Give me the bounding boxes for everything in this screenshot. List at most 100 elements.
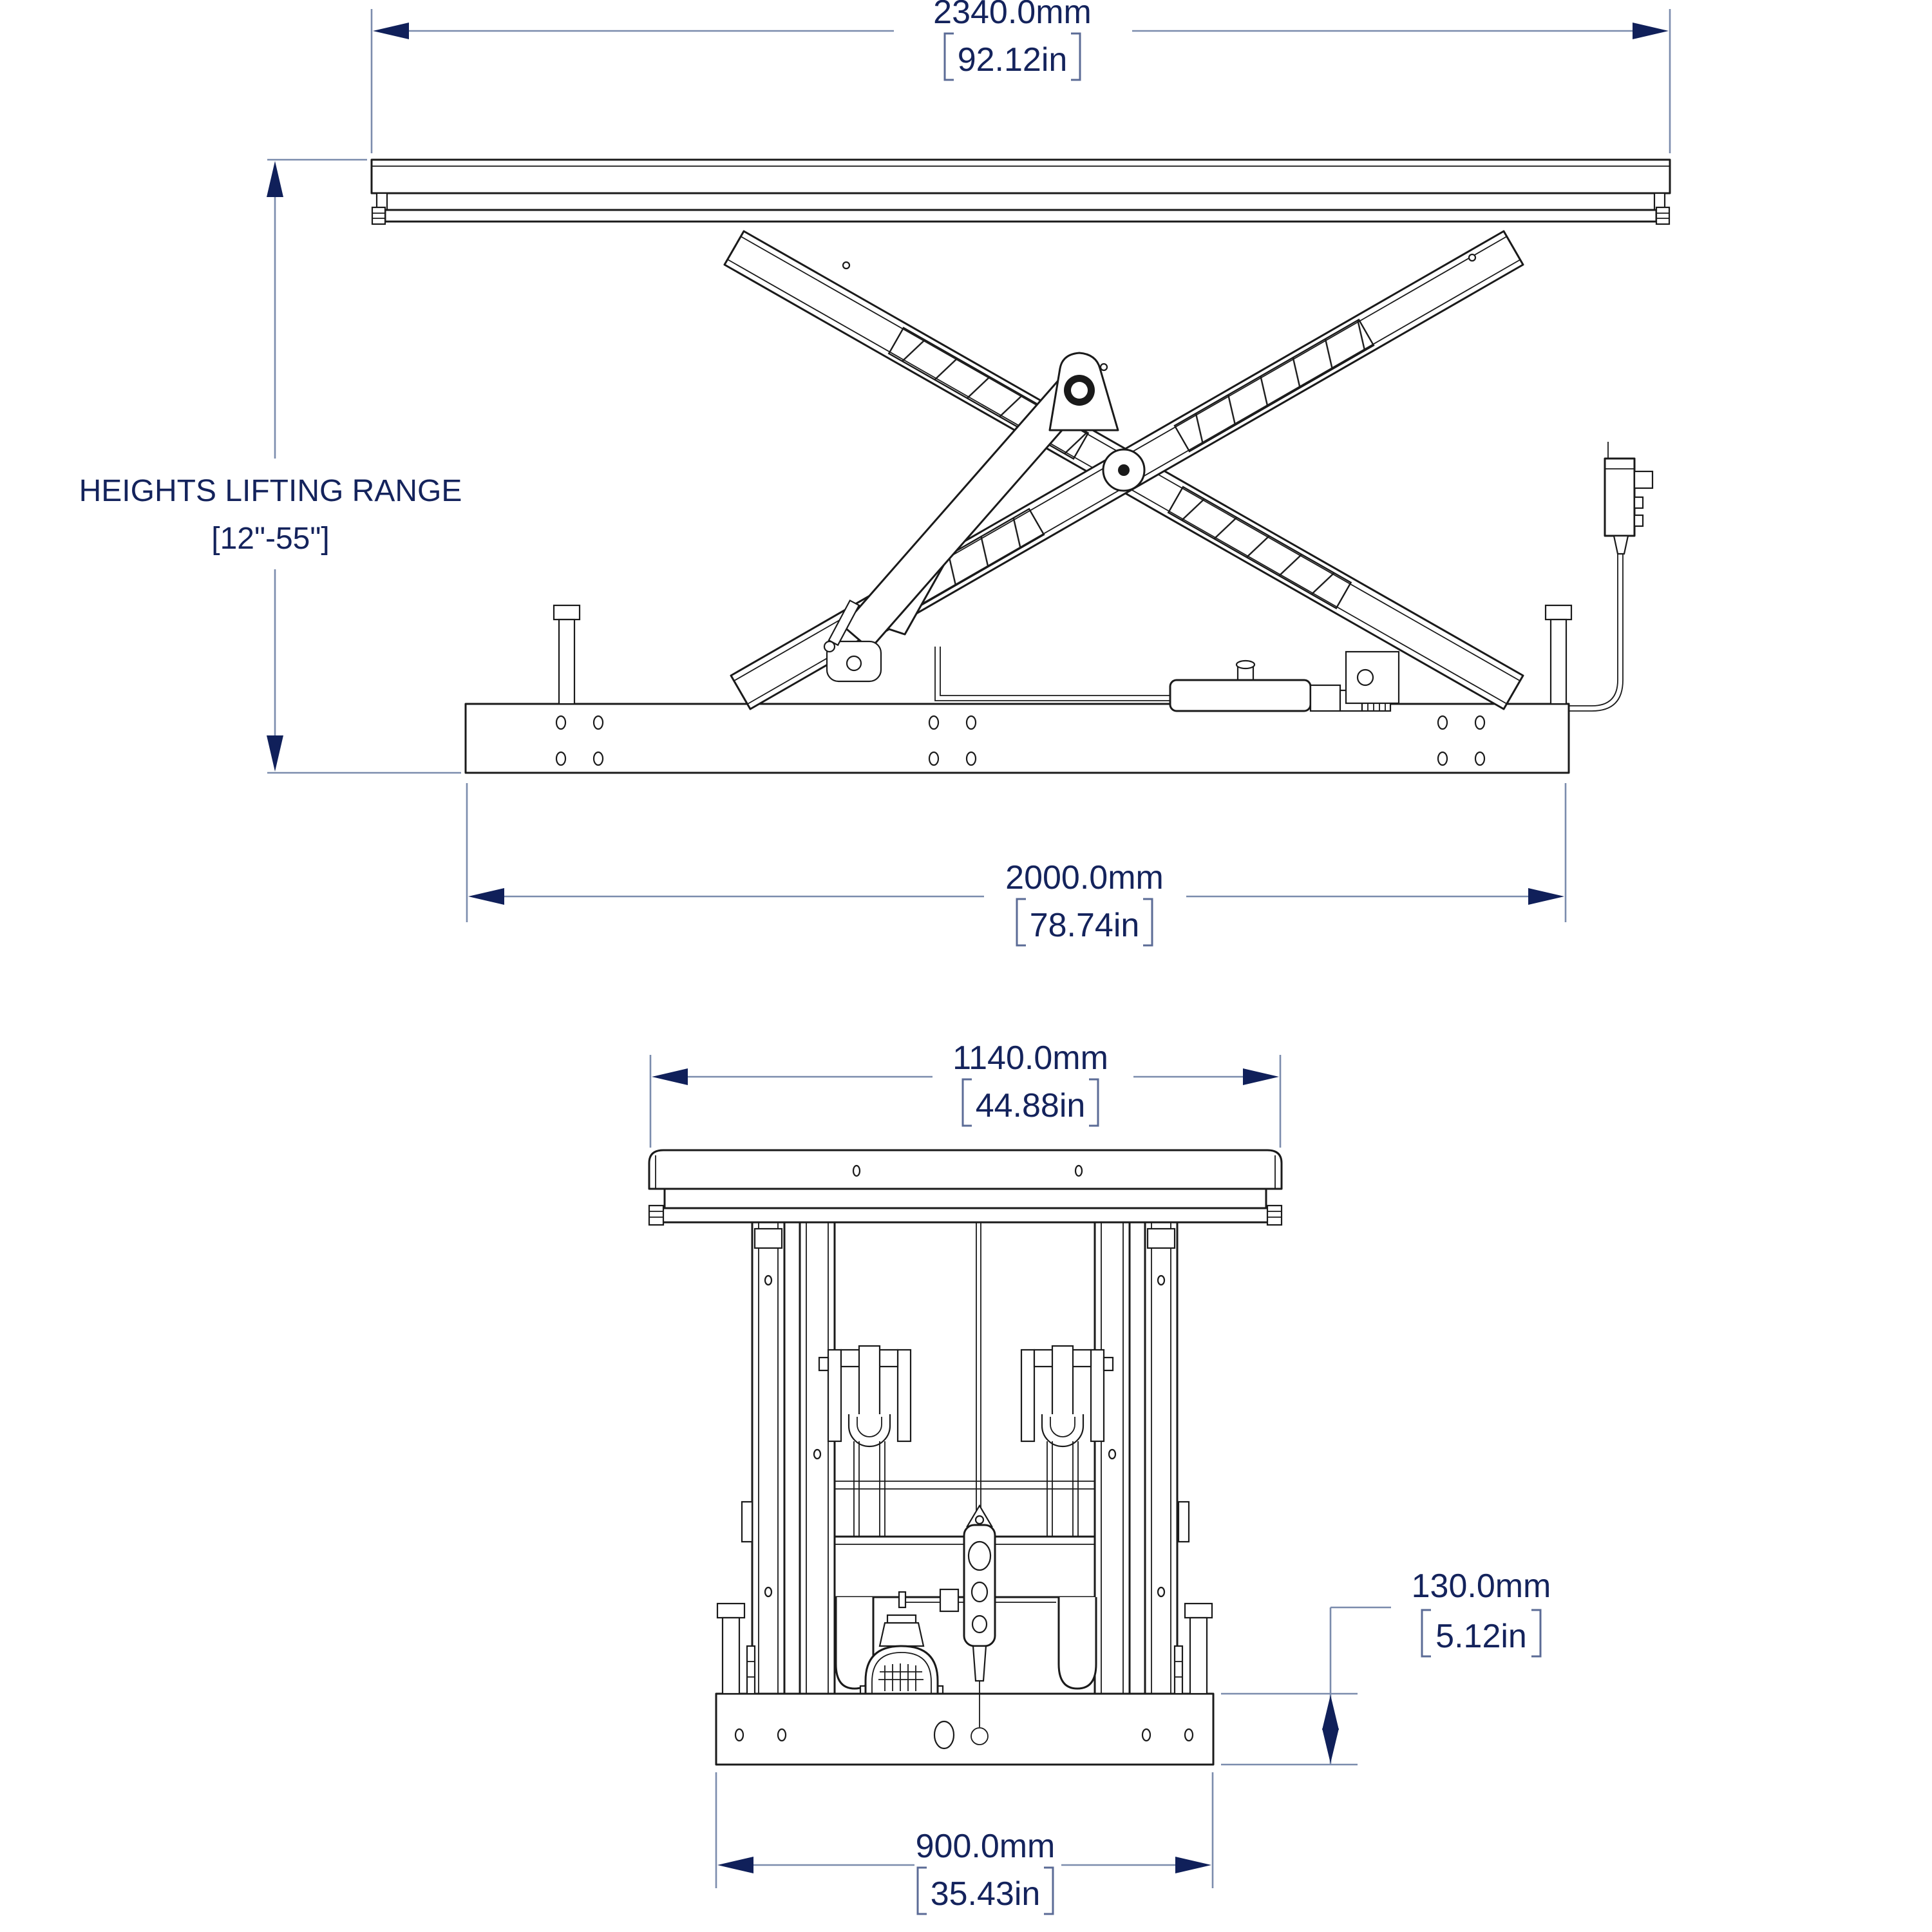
limit-rod-end [823, 640, 836, 653]
leg-outer-right [1144, 1220, 1179, 1695]
dim-inch-label: 5.12in [1435, 1618, 1527, 1655]
hydraulic-hose [934, 647, 1170, 701]
dim-inch-label: 35.43in [931, 1875, 1041, 1913]
arrow-up-icon [1322, 1695, 1339, 1730]
arrow-left-icon [717, 1857, 753, 1873]
arm-pin-hole [1468, 253, 1477, 262]
pivot-pin [1118, 464, 1130, 476]
leg-side-tab [741, 1501, 753, 1543]
dim-mm-label: 2000.0mm [1005, 859, 1164, 896]
bracket-right [1089, 1078, 1099, 1127]
dimension-side-base-width: 2000.0mm 78.74in [466, 783, 1567, 947]
dim-inch-label: 44.88in [976, 1087, 1086, 1124]
roller-pin [846, 655, 862, 672]
hatch-band [1167, 486, 1352, 610]
hose-fitting [939, 1588, 960, 1613]
limit-post [721, 1616, 741, 1695]
lifting-range-label: HEIGHTS LIFTING RANGE [79, 474, 462, 508]
control-box-side [1569, 442, 1654, 712]
dim-mm-label: 900.0mm [916, 1828, 1056, 1865]
bracket-right [1044, 1866, 1054, 1915]
control-cable [1569, 679, 1624, 712]
bracket-left [1016, 898, 1026, 947]
limit-post-cap [716, 1602, 746, 1619]
rail-end-cap [371, 206, 386, 225]
platform-end [648, 1149, 1283, 1226]
arrow-up-icon [267, 161, 283, 197]
rail-end-cap [648, 1204, 665, 1226]
dimension-lifting-range: HEIGHTS LIFTING RANGE [12"-55"] [79, 158, 462, 774]
limit-post-cap [1184, 1602, 1213, 1619]
switch-strip [1173, 1645, 1184, 1695]
arrow-left-icon [468, 888, 504, 905]
bracket-right [1071, 32, 1081, 81]
cable-loop [971, 1727, 989, 1745]
arrow-left-icon [373, 23, 409, 39]
hatch-band [1173, 318, 1375, 453]
base-frame [464, 703, 1570, 774]
hydraulic-cylinder-side [842, 352, 1119, 650]
arrow-right-icon [1175, 1857, 1211, 1873]
control-cable [1569, 679, 1618, 706]
dimension-base-height: 130.0mm 5.12in [1221, 1567, 1551, 1766]
leg-notch [1146, 1227, 1176, 1249]
bracket-pin-hole [1356, 668, 1374, 687]
pendant-button-stop [971, 1615, 988, 1634]
base-frame-end [715, 1602, 1215, 1766]
bracket-right [1143, 898, 1153, 947]
dim-mm-label: 1140.0mm [952, 1039, 1108, 1077]
arrow-right-icon [1243, 1068, 1279, 1085]
platform-rail [654, 1207, 1276, 1224]
dim-mm-label: 130.0mm [1412, 1567, 1551, 1605]
hydraulic-hose [940, 647, 1170, 696]
leg-side-tab [1177, 1501, 1190, 1543]
dim-mm-label: 2340.0mm [933, 0, 1092, 31]
rail-end-cap [1266, 1204, 1283, 1226]
platform-rail [384, 209, 1658, 223]
pump-block [1309, 684, 1341, 712]
bracket-left [916, 1866, 927, 1915]
leg-notch [753, 1227, 783, 1249]
roller-yoke [848, 1414, 891, 1448]
control-box [1604, 457, 1636, 537]
strain-relief [972, 1645, 987, 1682]
limit-post-cap [1544, 604, 1573, 621]
control-knob [1633, 470, 1654, 489]
arrow-down-icon [267, 735, 283, 772]
limit-post-cap [553, 604, 581, 621]
end-view: 1140.0mm 44.88in [648, 1039, 1551, 1915]
motor-grille [859, 1614, 944, 1695]
clevis-hole [1099, 363, 1108, 372]
dimension-end-base-width: 900.0mm 35.43in [715, 1772, 1214, 1915]
arrow-right-icon [1528, 888, 1564, 905]
arm-end-details [823, 599, 1400, 705]
cylinders-end [835, 1588, 1097, 1695]
rail-end-cap [1655, 206, 1671, 225]
limit-post [1549, 618, 1567, 705]
power-unit [934, 647, 1392, 712]
pendant-control [963, 1222, 996, 1745]
switch-strip [746, 1645, 756, 1695]
platform-plate [370, 158, 1671, 194]
base-oval-hole [933, 1720, 955, 1750]
legs [741, 1220, 1190, 1695]
lifting-range-value: [12"-55"] [211, 522, 330, 556]
bracket-left [943, 32, 954, 81]
side-view: 2340.0mm 92.12in HEIGHTS LIFTING RANGE [… [79, 0, 1671, 947]
cylinder-end-right [1057, 1597, 1097, 1690]
arrow-left-icon [652, 1068, 688, 1085]
roller-carriage-left [818, 1345, 912, 1537]
control-tab [1633, 514, 1644, 527]
base-frame [715, 1692, 1215, 1766]
bracket-left [961, 1078, 972, 1127]
arrow-down-icon [1322, 1728, 1339, 1763]
limit-post [558, 618, 576, 705]
arrow-right-icon [1633, 23, 1669, 39]
base-holes [555, 715, 1486, 766]
bracket-left [1421, 1609, 1431, 1658]
dim-inch-label: 92.12in [958, 41, 1068, 79]
pendant-button-up [967, 1540, 992, 1571]
dimension-end-top-width: 1140.0mm 44.88in [649, 1039, 1282, 1148]
